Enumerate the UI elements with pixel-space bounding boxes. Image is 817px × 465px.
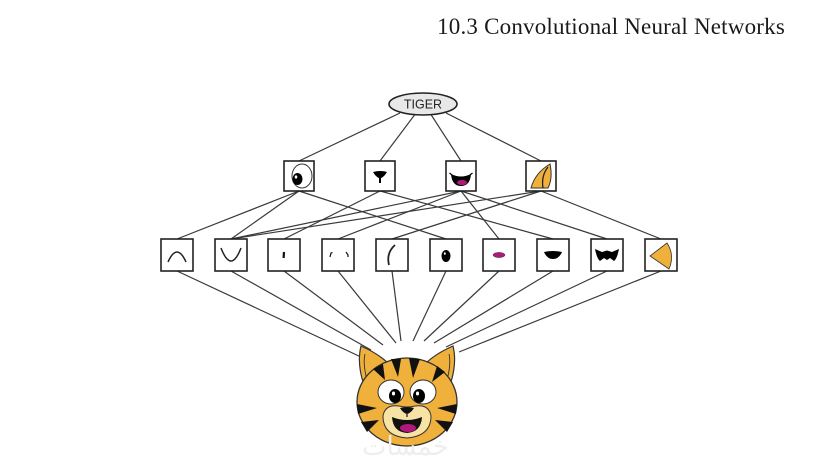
nose-feature bbox=[364, 160, 396, 192]
arc-down-to-input-line bbox=[230, 270, 372, 351]
black-oval-feature bbox=[429, 238, 463, 272]
head-icon bbox=[356, 357, 458, 447]
eye-pupil-icon bbox=[292, 173, 303, 185]
ear-to-curve-left-line bbox=[391, 190, 542, 240]
mouth-shape-icon bbox=[595, 249, 619, 261]
oval-icon bbox=[441, 250, 451, 262]
pink-oval-to-input-line bbox=[423, 270, 500, 342]
mouth-to-black-mouth-line bbox=[460, 190, 608, 240]
mouth-to-arc-down-line bbox=[230, 190, 462, 240]
ticks-icon bbox=[329, 251, 349, 258]
eye-feature bbox=[283, 160, 315, 192]
wedge-icon bbox=[649, 242, 672, 270]
nose-icon bbox=[400, 407, 414, 414]
black-oval-to-input-line bbox=[412, 270, 447, 342]
black-mouth-to-input-line bbox=[445, 270, 608, 348]
ear-feature bbox=[525, 160, 557, 192]
mouth-to-pink-oval-line bbox=[460, 190, 500, 240]
eye-to-arc-down-line bbox=[230, 190, 300, 240]
arc-icon bbox=[220, 247, 242, 262]
pink-oval-feature bbox=[482, 238, 516, 272]
arc-icon bbox=[167, 251, 187, 263]
left-curve-feature bbox=[375, 238, 409, 272]
tiger-to-mouth-line bbox=[429, 112, 462, 162]
eye-to-black-oval-line bbox=[298, 190, 447, 240]
curve-left-to-input-line bbox=[391, 270, 402, 342]
tiger-face-input-image bbox=[356, 345, 458, 447]
orange-wedge-to-input-line bbox=[458, 270, 662, 353]
watermark-text: خمسات bbox=[362, 432, 449, 462]
mouth-to-two-ticks-line bbox=[337, 190, 462, 240]
upward-arc-feature bbox=[160, 238, 194, 272]
black-mouth-shape-feature bbox=[590, 238, 624, 272]
left-ear-icon bbox=[358, 345, 390, 383]
two-ticks-feature bbox=[321, 238, 355, 272]
tiger-to-nose-line bbox=[379, 112, 417, 162]
ear-to-arc-down-line bbox=[230, 190, 542, 240]
ear-to-orange-wedge-line bbox=[540, 190, 662, 240]
tiger-node-label: TIGER bbox=[404, 98, 442, 112]
nose-to-short-stroke-line bbox=[283, 190, 381, 240]
connection-lines bbox=[176, 112, 662, 358]
wedge-icon bbox=[544, 251, 562, 259]
eye-to-arc-up-line bbox=[176, 190, 300, 240]
nose-icon bbox=[373, 171, 387, 183]
black-wedge-to-input-line bbox=[433, 270, 554, 344]
tiger-node-ellipse bbox=[388, 92, 458, 116]
arc-up-to-input-line bbox=[176, 270, 362, 358]
short-stroke-to-input-line bbox=[283, 270, 384, 346]
downward-arc-feature bbox=[214, 238, 248, 272]
black-wedge-feature bbox=[536, 238, 570, 272]
mouth-feature bbox=[445, 160, 477, 192]
page-title: 10.3 Convolutional Neural Networks bbox=[437, 14, 785, 39]
curve-icon bbox=[387, 244, 396, 266]
low-level-features bbox=[160, 238, 678, 272]
two-ticks-to-input-line bbox=[337, 270, 397, 344]
oval-icon bbox=[492, 252, 506, 258]
right-ear-icon bbox=[424, 345, 456, 383]
orange-wedge-feature bbox=[644, 238, 678, 272]
tiger-to-ear-line bbox=[445, 112, 542, 162]
mid-level-features bbox=[283, 160, 557, 192]
short-stroke-feature bbox=[267, 238, 301, 272]
tiger-output-node: TIGER bbox=[388, 92, 458, 116]
tiger-to-eye-line bbox=[298, 112, 401, 162]
